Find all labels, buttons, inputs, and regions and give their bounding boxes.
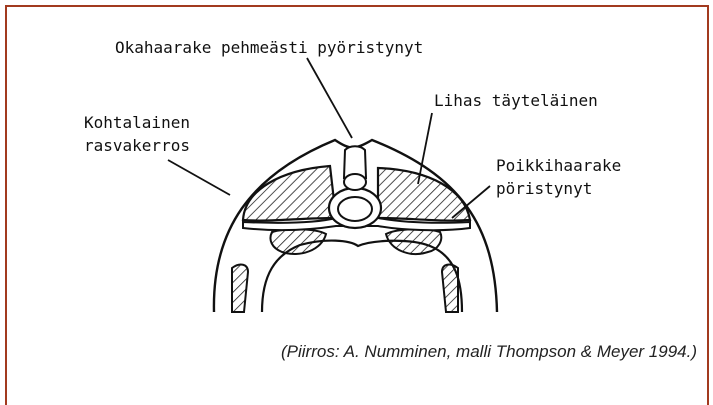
label-transverse-process-line1: Poikkihaarake: [496, 156, 621, 175]
leader-right-top: [418, 113, 432, 184]
label-transverse-process-line2: pöristynyt: [496, 179, 592, 198]
label-fat-layer-line1: Kohtalainen: [84, 113, 190, 132]
figure-caption: (Piirros: A. Numminen, malli Thompson & …: [281, 342, 697, 362]
vertebra-centrum: [338, 197, 372, 221]
vertebra-cross-section-diagram: Okahaarake pehmeästi pyöristynyt Kohtala…: [0, 0, 713, 376]
label-fat-layer-line2: rasvakerros: [84, 136, 190, 155]
label-muscle: Lihas täyteläinen: [434, 91, 598, 110]
left-rib: [232, 265, 248, 312]
right-muscle-outline: [378, 168, 470, 221]
leader-left: [168, 160, 230, 195]
left-muscle-outline: [243, 166, 336, 221]
label-spinous-process: Okahaarake pehmeästi pyöristynyt: [115, 38, 423, 57]
right-rib: [442, 265, 458, 312]
leader-top: [307, 58, 352, 138]
vertebra-canal: [344, 174, 366, 190]
